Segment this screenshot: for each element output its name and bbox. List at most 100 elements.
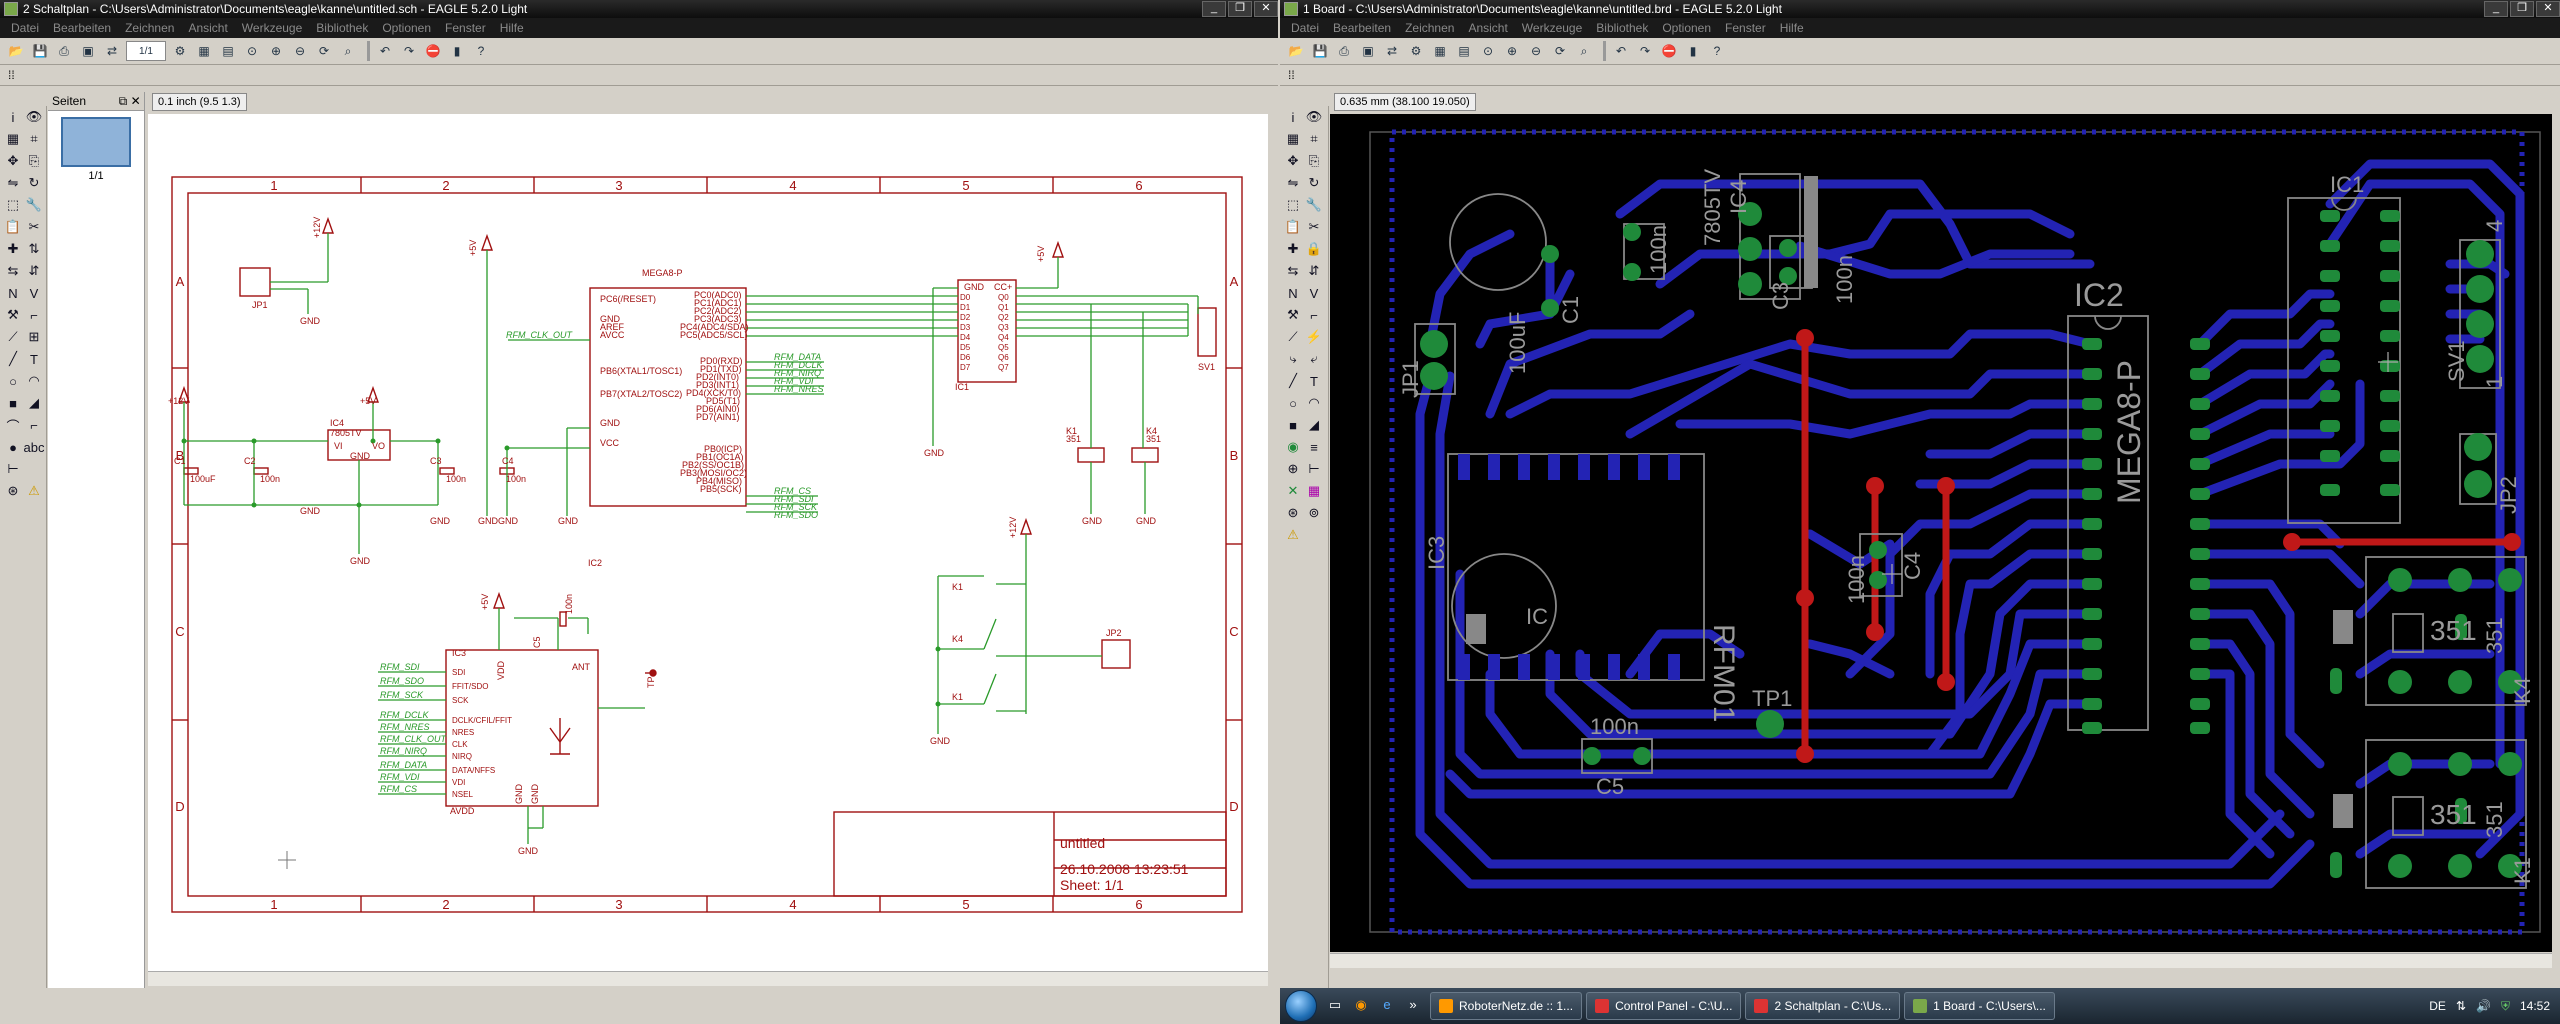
net-icon[interactable]: ⌐ xyxy=(30,417,38,433)
bus-icon[interactable]: ⌒ xyxy=(6,418,20,434)
menu-bibliothek[interactable]: Bibliothek xyxy=(1596,21,1649,35)
text-icon[interactable]: T xyxy=(1310,373,1318,389)
go-icon[interactable]: ▮ xyxy=(453,44,461,58)
arc-icon[interactable]: ◠ xyxy=(1308,395,1320,410)
split-icon[interactable]: ⟋ xyxy=(8,329,18,344)
menu-bearbeiten[interactable]: Bearbeiten xyxy=(1333,21,1392,35)
zoom-select-icon[interactable]: ⌕ xyxy=(344,43,352,58)
menu-datei[interactable]: Datei xyxy=(1291,21,1320,35)
display-icon[interactable]: ▦ xyxy=(6,131,20,146)
paste-icon[interactable]: 📋 xyxy=(1284,219,1302,234)
mark-icon[interactable]: ⌗ xyxy=(1310,131,1318,146)
menu-ansicht[interactable]: Ansicht xyxy=(1468,21,1508,35)
menu-zeichnen[interactable]: Zeichnen xyxy=(1405,21,1455,35)
copy-icon[interactable]: ⎘ xyxy=(1308,153,1320,168)
task-roboternetz[interactable]: RoboterNetz.de :: 1... xyxy=(1430,992,1583,1020)
warning-icon[interactable]: ⚠ xyxy=(1287,527,1299,542)
board-canvas[interactable]: IC1 IC2 MEGA8-P IC3 IC RFM01 IC4 7805TV … xyxy=(1330,114,2552,952)
start-button[interactable] xyxy=(1280,988,1322,1024)
ulp-icon[interactable]: ▦ xyxy=(198,44,210,58)
close-button[interactable]: ✕ xyxy=(1254,1,1278,17)
ratsnest-icon[interactable]: ✕ xyxy=(1287,483,1299,498)
schematic-titlebar[interactable]: 2 Schaltplan - C:\Users\Administrator\Do… xyxy=(0,0,1278,18)
save-icon[interactable]: 💾 xyxy=(1312,44,1328,58)
redraw-icon[interactable]: ⟳ xyxy=(1554,44,1566,58)
stop-icon[interactable]: ⛔ xyxy=(425,44,441,58)
ripup-icon[interactable]: ⤶ xyxy=(1310,351,1318,366)
menu-werkzeuge[interactable]: Werkzeuge xyxy=(241,21,303,35)
schematic-horizontal-scrollbar[interactable] xyxy=(148,971,1268,986)
save-icon[interactable]: 💾 xyxy=(32,44,48,58)
maximize-button[interactable]: ❐ xyxy=(2510,1,2534,17)
print-icon[interactable]: ⎙ xyxy=(1339,43,1349,58)
add-icon[interactable]: ✚ xyxy=(7,241,19,256)
show-desktop-icon[interactable]: ▭ xyxy=(1328,997,1342,1012)
copy-icon[interactable]: ⎘ xyxy=(28,153,40,168)
zoom-in-icon[interactable]: ⊕ xyxy=(1506,44,1518,58)
attribute-icon[interactable]: ⊢ xyxy=(1308,461,1320,476)
redo-icon[interactable]: ↷ xyxy=(403,44,415,58)
mirror-icon[interactable]: ⇋ xyxy=(1287,175,1299,190)
tray-clock[interactable]: 14:52 xyxy=(2519,999,2550,1013)
junction-icon[interactable]: ● xyxy=(9,439,17,455)
task-board[interactable]: 1 Board - C:\Users\... xyxy=(1904,992,2055,1020)
display-layers-icon[interactable]: ▤ xyxy=(222,44,234,58)
sheet-thumbnail[interactable] xyxy=(61,117,131,167)
lock-icon[interactable]: 🔒 xyxy=(1305,241,1323,256)
menu-hilfe[interactable]: Hilfe xyxy=(1779,21,1804,35)
display-layers-icon[interactable]: ▤ xyxy=(1458,44,1470,58)
add-icon[interactable]: ✚ xyxy=(1287,241,1299,256)
move-icon[interactable]: ✥ xyxy=(1287,153,1299,168)
firefox-icon[interactable]: ◉ xyxy=(1355,997,1367,1012)
name-icon[interactable]: N xyxy=(8,285,18,301)
undo-icon[interactable]: ↶ xyxy=(1615,44,1627,58)
tray-volume-icon[interactable]: 🔊 xyxy=(2476,999,2491,1013)
redraw-icon[interactable]: ⟳ xyxy=(318,44,330,58)
script-icon[interactable]: ⚙ xyxy=(1410,44,1422,58)
show-icon[interactable]: 👁 xyxy=(25,109,43,124)
menu-werkzeuge[interactable]: Werkzeuge xyxy=(1521,21,1583,35)
cam-icon[interactable]: ▣ xyxy=(82,44,94,58)
autorouter-icon[interactable]: ▦ xyxy=(1307,483,1321,498)
rect-icon[interactable]: ■ xyxy=(9,395,17,411)
task-schaltplan[interactable]: 2 Schaltplan - C:\Us... xyxy=(1745,992,1901,1020)
zoom-select-icon[interactable]: ⌕ xyxy=(1580,43,1588,58)
schematic-canvas[interactable]: 1 2 3 4 5 6 1 2 3 4 5 6 A B C D A B C D xyxy=(148,114,1268,972)
pinswap-icon[interactable]: ⇵ xyxy=(1308,263,1320,278)
miter-icon[interactable]: ⌐ xyxy=(1310,307,1318,323)
board-horizontal-scrollbar[interactable] xyxy=(1330,953,2552,968)
split-icon[interactable]: ⟋ xyxy=(1288,329,1298,344)
board-switch-icon[interactable]: ⇄ xyxy=(106,44,118,58)
help-icon[interactable]: ? xyxy=(1713,44,1721,58)
circle-icon[interactable]: ○ xyxy=(9,373,17,389)
close-button[interactable]: ✕ xyxy=(2536,1,2560,17)
wire-icon[interactable]: ╱ xyxy=(9,351,17,366)
quicklaunch-more-icon[interactable]: » xyxy=(1409,997,1417,1012)
command-line[interactable]: ⁞⁞ xyxy=(0,65,1278,86)
change-icon[interactable]: 🔧 xyxy=(25,197,43,212)
menu-bibliothek[interactable]: Bibliothek xyxy=(316,21,369,35)
miter-icon[interactable]: ⌐ xyxy=(30,307,38,323)
delete-icon[interactable]: ✂ xyxy=(28,219,40,234)
display-icon[interactable]: ▦ xyxy=(1286,131,1300,146)
menu-optionen[interactable]: Optionen xyxy=(382,21,432,35)
menu-optionen[interactable]: Optionen xyxy=(1662,21,1712,35)
cam-icon[interactable]: ▣ xyxy=(1362,44,1374,58)
rotate-icon[interactable]: ↻ xyxy=(28,175,40,190)
wire-icon[interactable]: ╱ xyxy=(1289,373,1297,388)
menu-zeichnen[interactable]: Zeichnen xyxy=(125,21,175,35)
language-indicator[interactable]: DE xyxy=(2429,999,2446,1013)
gateswap-icon[interactable]: ⇵ xyxy=(28,263,40,278)
rect-icon[interactable]: ■ xyxy=(1289,417,1297,433)
mirror-icon[interactable]: ⇋ xyxy=(7,175,19,190)
minimize-button[interactable]: _ xyxy=(1202,1,1226,17)
open-icon[interactable]: 📂 xyxy=(1288,44,1304,58)
change-icon[interactable]: 🔧 xyxy=(1305,197,1323,212)
text-icon[interactable]: T xyxy=(30,351,38,367)
go-icon[interactable]: ▮ xyxy=(1689,44,1697,58)
group-icon[interactable]: ⬚ xyxy=(6,197,20,212)
zoom-fit-icon[interactable]: ⊙ xyxy=(246,44,258,58)
group-icon[interactable]: ⬚ xyxy=(1286,197,1300,212)
errors-icon[interactable]: ⊚ xyxy=(1308,505,1320,520)
value-icon[interactable]: V xyxy=(1309,285,1319,301)
